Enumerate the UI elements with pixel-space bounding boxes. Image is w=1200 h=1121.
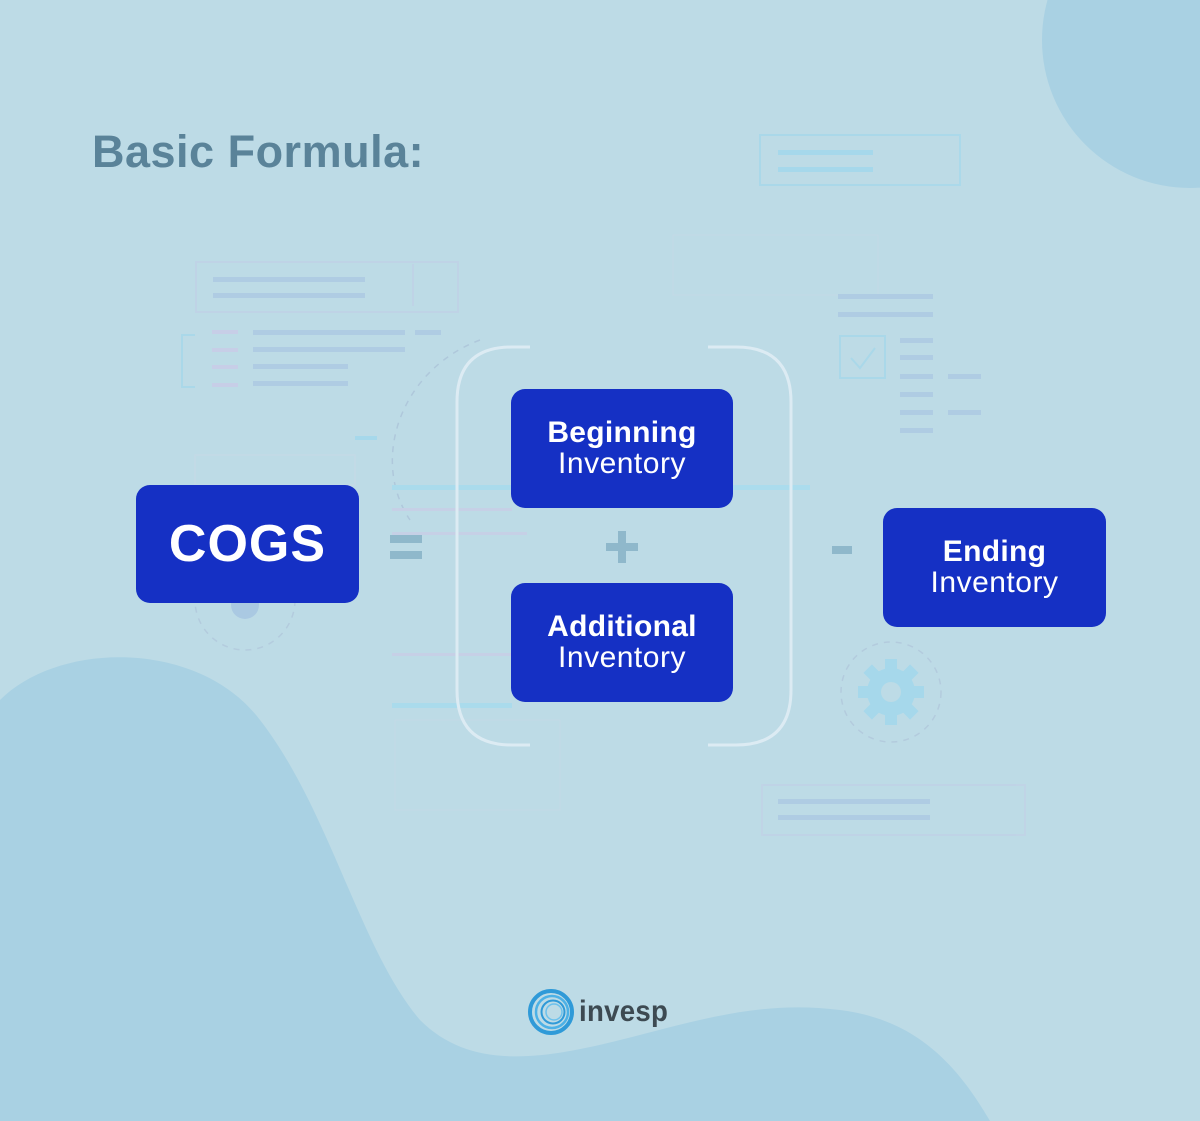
equals-operator <box>390 535 422 561</box>
ending-label-regular: Inventory <box>930 565 1059 599</box>
plus-operator <box>606 531 638 563</box>
logo-rings-icon <box>528 989 574 1035</box>
brand-logo: invesp <box>527 988 676 1036</box>
beginning-label-bold: Beginning <box>547 415 697 449</box>
additional-inventory-box: Additional Inventory <box>511 583 733 702</box>
beginning-label-regular: Inventory <box>558 446 686 480</box>
beginning-inventory-box: Beginning Inventory <box>511 389 733 508</box>
additional-label-regular: Inventory <box>558 640 686 674</box>
minus-operator <box>832 546 852 554</box>
cogs-box: COGS <box>136 485 359 603</box>
additional-label-bold: Additional <box>547 609 697 643</box>
page-title: Basic Formula: <box>92 126 425 177</box>
ending-label-bold: Ending <box>942 534 1047 568</box>
cogs-label: COGS <box>168 515 327 573</box>
brand-name: invesp <box>579 995 669 1028</box>
ending-inventory-box: Ending Inventory <box>883 508 1106 627</box>
